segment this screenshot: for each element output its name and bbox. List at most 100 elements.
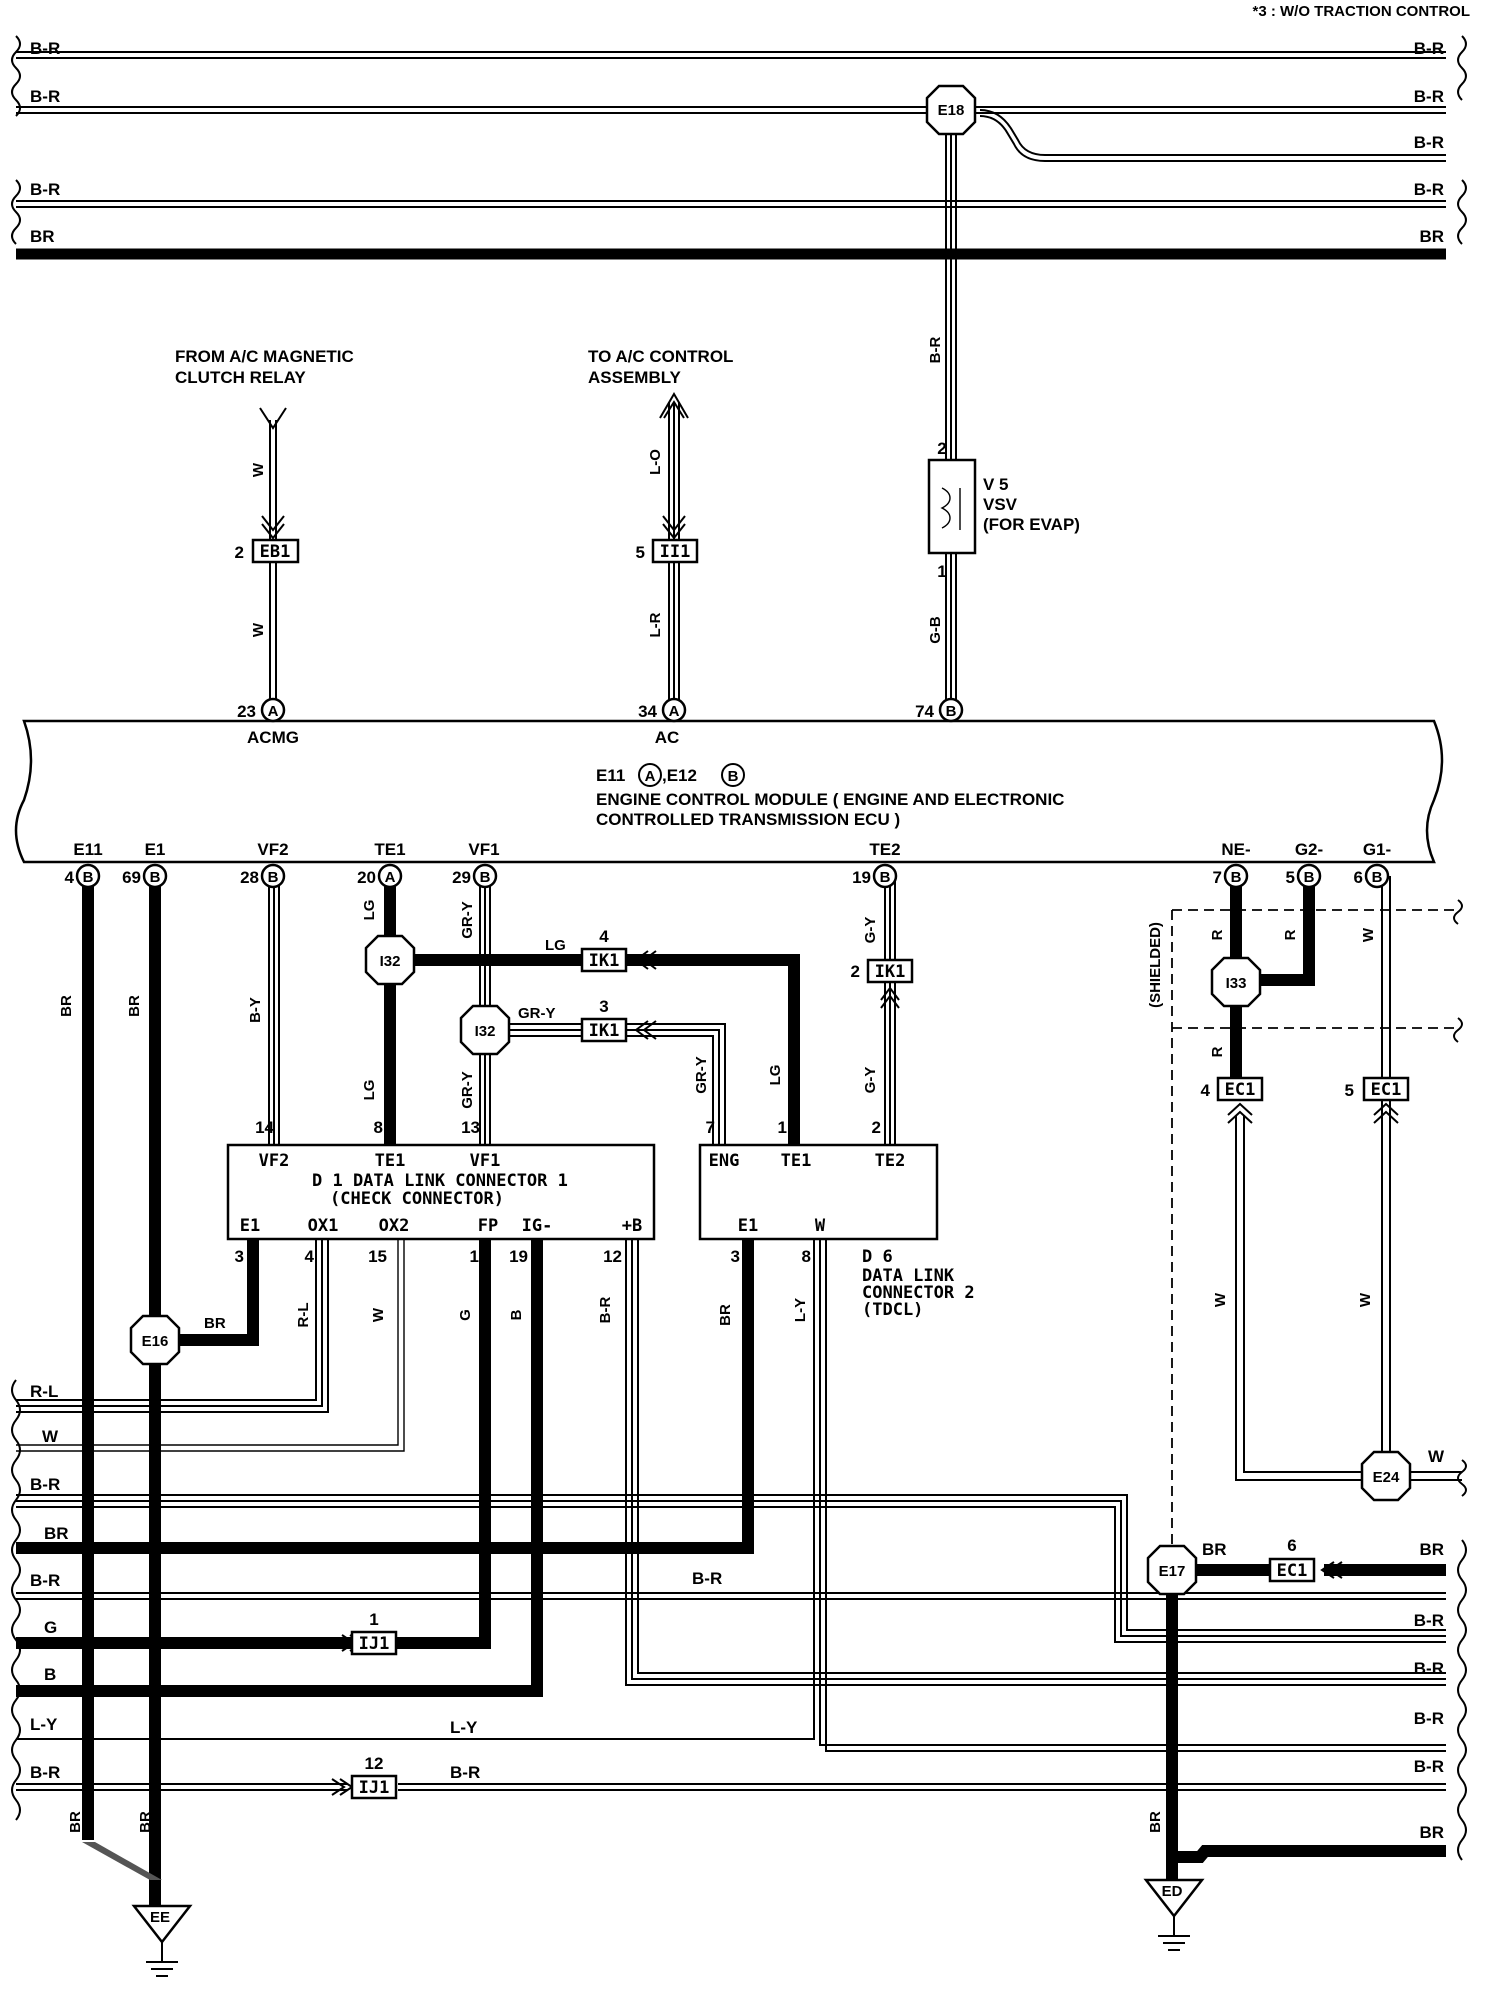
ecm-pin-name: G1- <box>1363 840 1391 859</box>
ecm-title: E11 <box>596 766 625 785</box>
ecm-name: ENGINE CONTROL MODULE ( ENGINE AND ELECT… <box>596 790 1064 809</box>
wire-color: W <box>250 462 267 477</box>
dlc2-pin: 1 <box>778 1118 787 1137</box>
dlc1-pin: 15 <box>368 1247 387 1266</box>
dlc2-label: CONNECTOR 2 <box>862 1283 975 1303</box>
ecm-pin-circle <box>1223 863 1249 889</box>
wire-color: BR <box>1147 1811 1164 1833</box>
connector-ij1-a: IJ1 1 <box>341 1610 398 1656</box>
connector-pin: 6 <box>1287 1536 1296 1555</box>
wire-color: B-R <box>927 337 944 364</box>
wire-color: W <box>370 1307 387 1322</box>
dlc2-pin: 8 <box>802 1247 811 1266</box>
ecm-pin-circle <box>1296 863 1322 889</box>
dlc1-box: 14 8 13 VF2 TE1 VF1 D 1 DATA LINK CONNEC… <box>226 1118 656 1266</box>
splice-label: I32 <box>475 1023 496 1040</box>
ecm-pin-name: TE1 <box>374 840 405 859</box>
wire-color: R <box>1209 1046 1226 1057</box>
wire-color: G-B <box>927 616 944 644</box>
connector-id: IJ1 <box>359 1778 390 1798</box>
connector-id: EC1 <box>1371 1080 1402 1100</box>
top-bus-label: BR <box>30 227 55 246</box>
ecm-pin-conn: A <box>268 703 279 720</box>
dlc1-term: IG- <box>522 1216 553 1236</box>
ecm-pin-circle <box>1364 863 1390 889</box>
source-label: FROM A/C MAGNETIC <box>175 347 354 366</box>
top-bus-label: B-R <box>30 87 60 106</box>
dlc2-label: DATA LINK <box>862 1266 955 1286</box>
connector-pin: 4 <box>599 927 609 946</box>
splice-i32-b: I32 <box>459 1004 511 1056</box>
bus-label: B-R <box>30 1571 60 1590</box>
connector-pin: 5 <box>1345 1081 1354 1100</box>
dlc2-pin: 2 <box>872 1118 881 1137</box>
ecm-pin-num: 29 <box>452 868 471 887</box>
ecm-pin-num: 23 <box>237 702 256 721</box>
dlc2-term: W <box>815 1216 826 1236</box>
ground-ee: EE <box>131 1880 193 1977</box>
connector-ik1-c: IK1 2 <box>851 958 914 1009</box>
connector-ec1-c: EC1 6 <box>1268 1536 1343 1583</box>
wire-color: R <box>1209 929 1226 940</box>
dlc1-subtitle: (CHECK CONNECTOR) <box>330 1189 504 1209</box>
connector-pin: 5 <box>636 543 645 562</box>
bus-label: B-R <box>692 1569 722 1588</box>
wire-color: GR-Y <box>459 901 476 939</box>
bus-label: BR <box>1419 1540 1444 1559</box>
wire-color: LG <box>361 900 378 921</box>
ecm-pin-conn: A <box>385 869 396 886</box>
dlc2-pin: 7 <box>706 1118 715 1137</box>
dlc1-term: FP <box>478 1216 498 1236</box>
ecm-pin-conn: B <box>480 869 491 886</box>
dlc1-term: E1 <box>240 1216 260 1236</box>
dlc1-pin: 12 <box>603 1247 622 1266</box>
splice-label: E17 <box>1159 1563 1186 1580</box>
wire-color: W <box>1360 927 1377 942</box>
dlc2-term: ENG <box>709 1151 740 1171</box>
top-bus-label: BR <box>1419 227 1444 246</box>
dlc2-term: E1 <box>738 1216 758 1236</box>
top-bus-label: B-R <box>30 39 60 58</box>
wire-color: B-Y <box>247 997 264 1023</box>
bus-label: BR <box>44 1524 69 1543</box>
connector-pin: 12 <box>365 1754 384 1773</box>
dlc1-pin: 4 <box>305 1247 315 1266</box>
bus-label: B <box>44 1665 56 1684</box>
connector-ec1-a: EC1 4 <box>1201 1076 1264 1124</box>
wire-color: W <box>250 622 267 637</box>
splice-label: E18 <box>938 102 965 119</box>
splice-label: E24 <box>1373 1469 1400 1486</box>
ecm-pin-num: 28 <box>240 868 259 887</box>
wire-color: BR <box>58 995 75 1017</box>
top-bus-label: B-R <box>1414 180 1444 199</box>
ecm-pin-circle <box>472 863 498 889</box>
top-bus-label: B-R <box>1414 133 1444 152</box>
dlc1-pin: 3 <box>235 1247 244 1266</box>
ecm-pin-name: E11 <box>73 840 102 859</box>
ecm-pin-name: ACMG <box>247 728 299 747</box>
ecm-pin-name: TE2 <box>869 840 900 859</box>
bus-label: B-R <box>30 1763 60 1782</box>
wire-color: W <box>1212 1292 1229 1307</box>
top-bus: B-R B-R B-R BR B-R B-R B-R B-R BR <box>11 35 1467 260</box>
ecm-pin-name: G2- <box>1295 840 1323 859</box>
wire-color: G-Y <box>862 917 879 944</box>
ecm-pin-conn: B <box>946 703 957 720</box>
connector-ij1-b: IJ1 12 <box>331 1754 398 1800</box>
vsv-pin: 1 <box>937 562 946 581</box>
ecm-pin-conn: B <box>268 869 279 886</box>
connector-pin: 2 <box>851 962 860 981</box>
ecm-pin-name: E1 <box>145 840 166 859</box>
connector-id: EC1 <box>1277 1561 1308 1581</box>
wire-color: L-R <box>647 612 664 637</box>
connector-id: IK1 <box>589 951 620 971</box>
ecm-pin-name: VF2 <box>257 840 288 859</box>
ecm-pin-conn: B <box>83 869 94 886</box>
source-label: CLUTCH RELAY <box>175 368 306 387</box>
wire-color: GR-Y <box>693 1056 710 1094</box>
ecm-pin-circle <box>75 863 101 889</box>
ecm-pin-name: AC <box>655 728 680 747</box>
ecm-pin-circle <box>377 863 403 889</box>
